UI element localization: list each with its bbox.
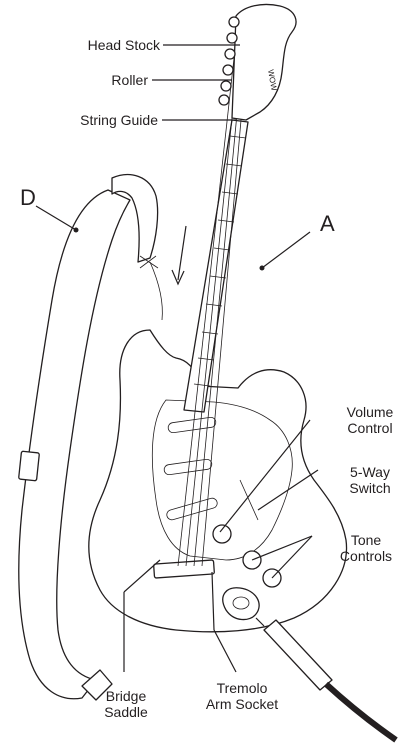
label-roller: Roller [68, 72, 148, 88]
label-strap-letter: D [20, 186, 36, 210]
insertion-arrow [172, 226, 186, 284]
label-head-stock: Head Stock [48, 37, 160, 53]
guitar-cable [256, 618, 396, 740]
label-string-guide: String Guide [40, 112, 158, 128]
guitar-body [89, 330, 347, 632]
label-guitar-letter: A [320, 212, 335, 236]
guitar-headstock: WOW [219, 4, 296, 120]
